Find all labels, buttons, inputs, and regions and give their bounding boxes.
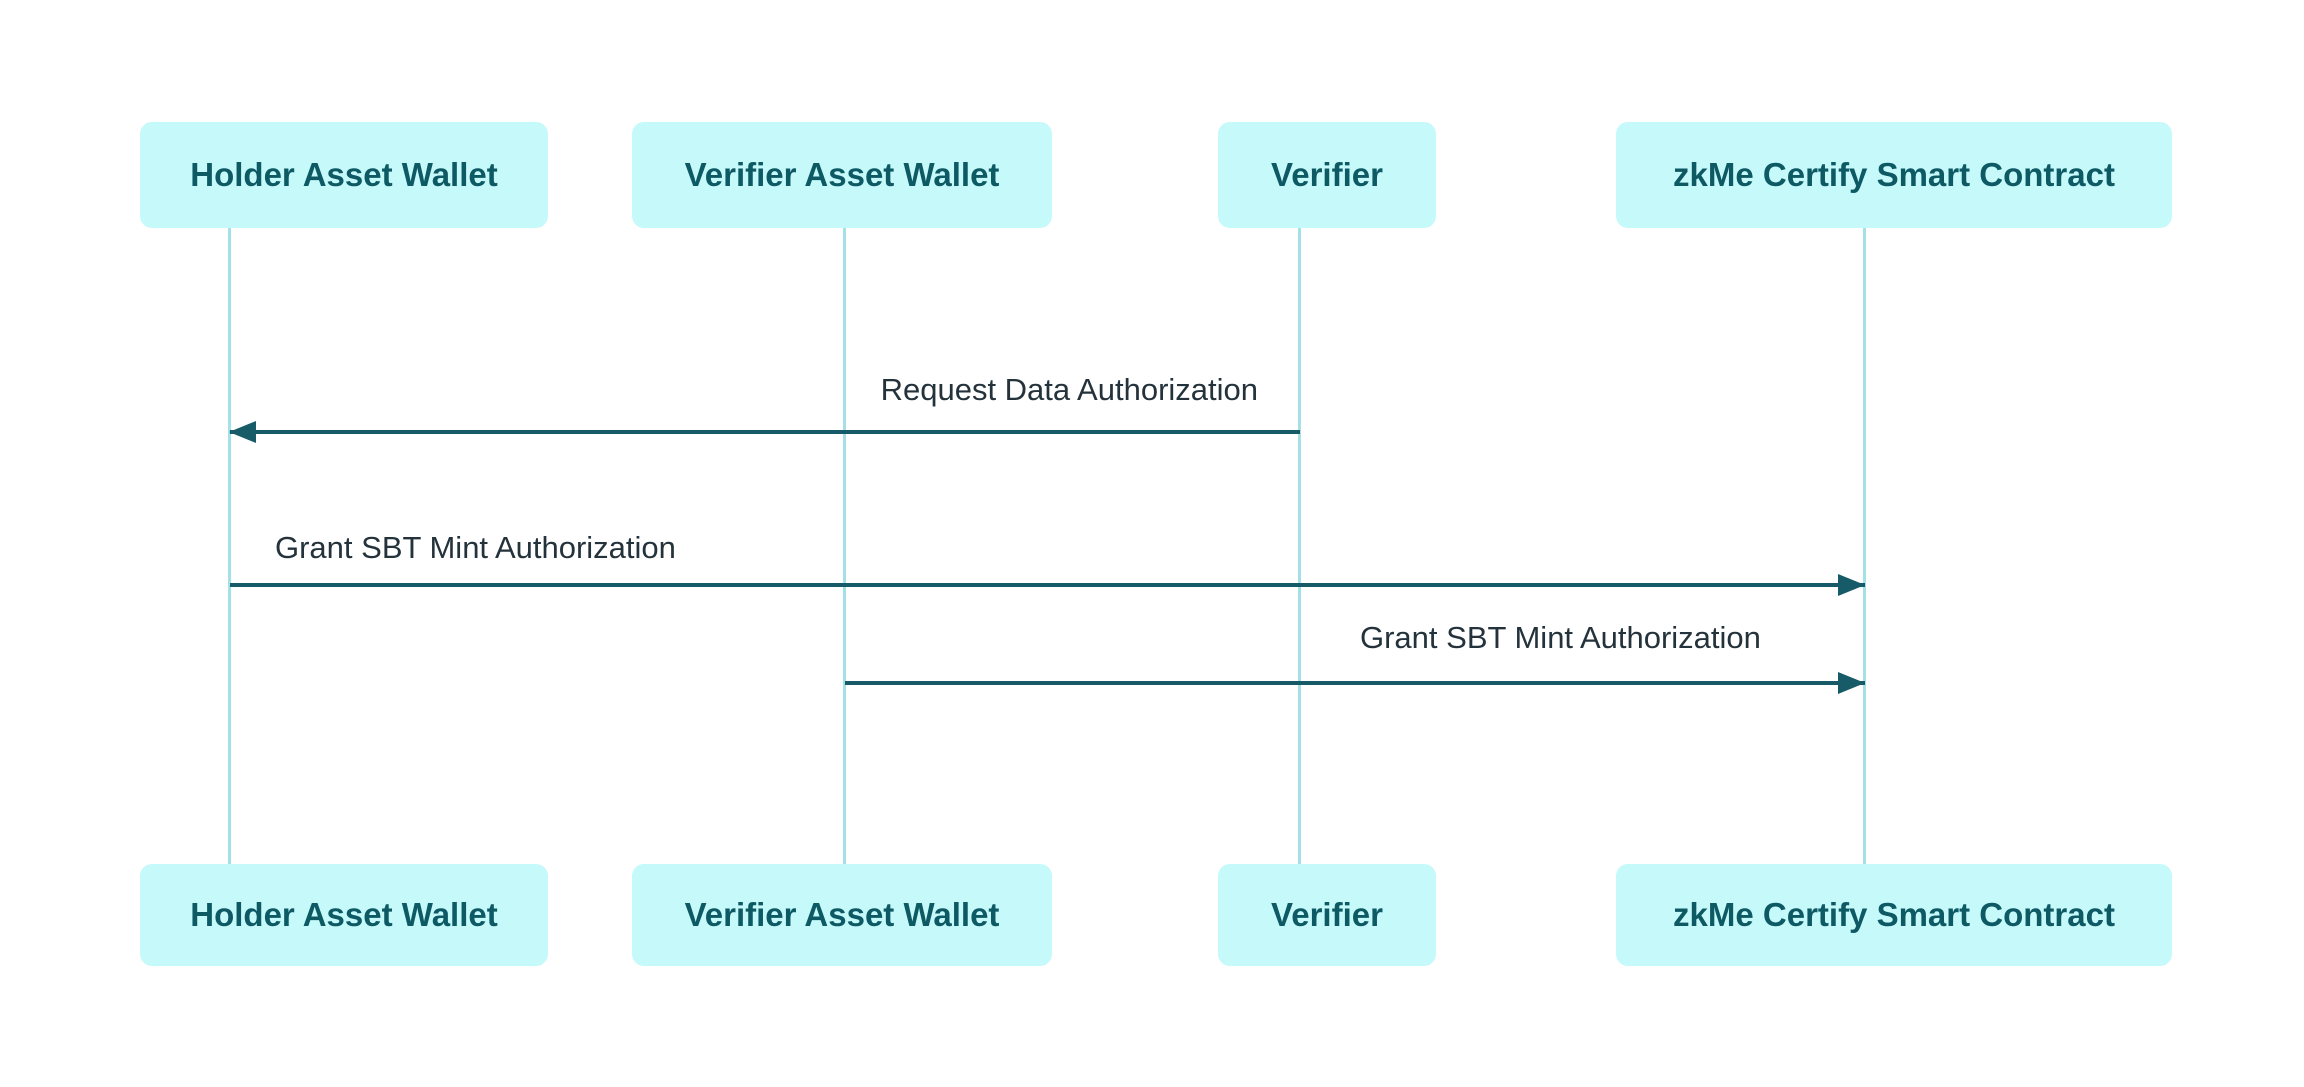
message-1-arrow-line	[230, 430, 1300, 434]
participant-bottom-verifier-asset-wallet: Verifier Asset Wallet	[632, 864, 1052, 966]
lifeline-zkme-certify-smart-contract	[1863, 228, 1866, 864]
message-2-label: Grant SBT Mint Authorization	[275, 530, 676, 565]
participant-label: Holder Asset Wallet	[190, 896, 498, 933]
lifeline-verifier-asset-wallet	[843, 228, 846, 864]
message-1-label: Request Data Authorization	[880, 372, 1258, 407]
participant-top-verifier: Verifier	[1218, 122, 1436, 228]
lifeline-holder-asset-wallet	[228, 228, 231, 864]
participant-top-holder-asset-wallet: Holder Asset Wallet	[140, 122, 548, 228]
participant-bottom-zkme-certify-smart-contract: zkMe Certify Smart Contract	[1616, 864, 2172, 966]
participant-label: Verifier	[1271, 156, 1383, 193]
message-3-arrow-line	[845, 681, 1865, 685]
message-3-label: Grant SBT Mint Authorization	[1360, 620, 1761, 655]
participant-bottom-verifier: Verifier	[1218, 864, 1436, 966]
arrowhead-left-icon	[229, 421, 256, 443]
participant-top-zkme-certify-smart-contract: zkMe Certify Smart Contract	[1616, 122, 2172, 228]
participant-label: zkMe Certify Smart Contract	[1673, 156, 2115, 193]
participant-label: Verifier Asset Wallet	[684, 896, 1000, 933]
participant-label: Verifier Asset Wallet	[684, 156, 1000, 193]
arrowhead-right-icon	[1838, 672, 1865, 694]
participant-label: Holder Asset Wallet	[190, 156, 498, 193]
arrowhead-right-icon	[1838, 574, 1865, 596]
message-2-arrow-line	[230, 583, 1865, 587]
lifeline-verifier	[1298, 228, 1301, 864]
participant-top-verifier-asset-wallet: Verifier Asset Wallet	[632, 122, 1052, 228]
participant-label: zkMe Certify Smart Contract	[1673, 896, 2115, 933]
participant-bottom-holder-asset-wallet: Holder Asset Wallet	[140, 864, 548, 966]
participant-label: Verifier	[1271, 896, 1383, 933]
